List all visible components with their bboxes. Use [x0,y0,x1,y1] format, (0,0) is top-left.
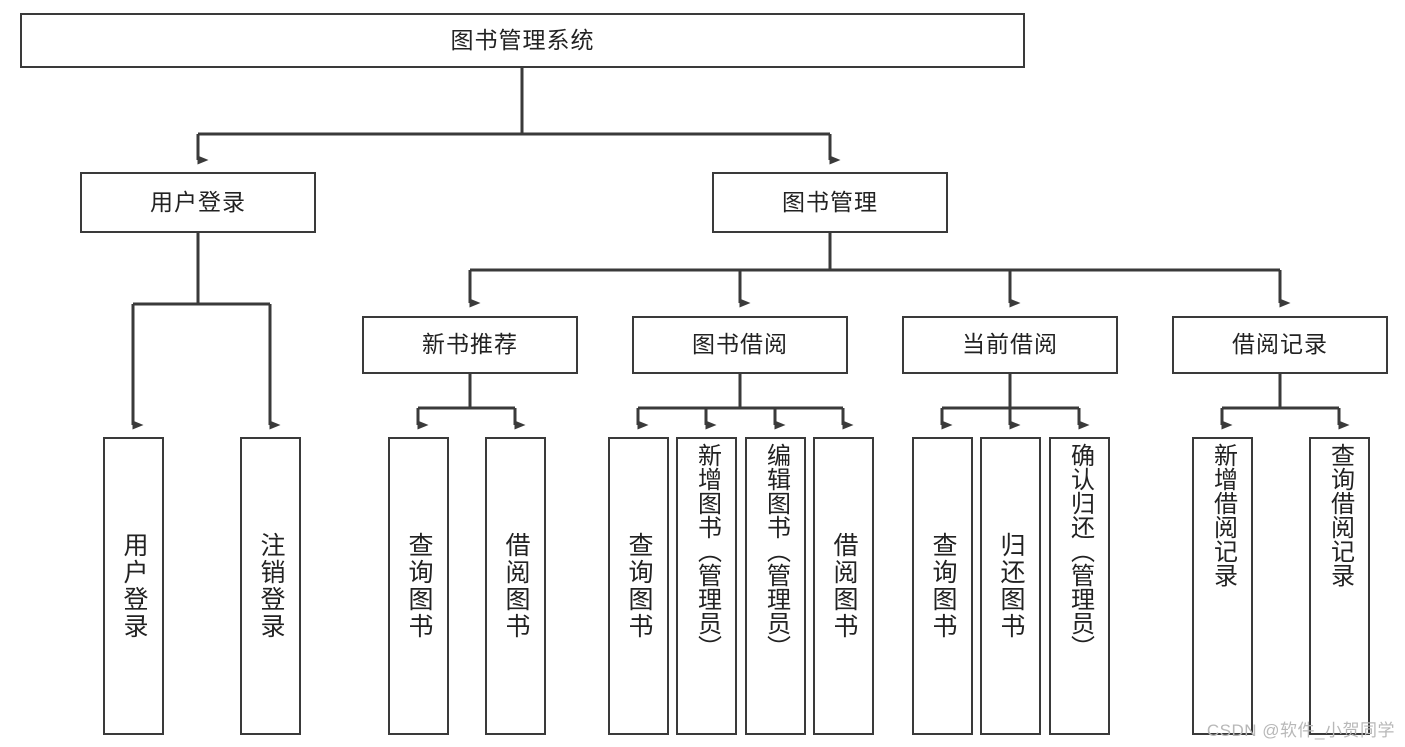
node-user-login[interactable]: 用户登录 [80,172,316,233]
leaf-borrow-book-2[interactable]: 借阅图书 [813,437,874,735]
leaf-confirm-return[interactable]: 确认归还（管理员） [1049,437,1110,735]
leaf-borrow-book-2-label: 借阅图书 [830,532,858,640]
csdn-watermark: CSDN @软件_小贺同学 [1206,721,1395,740]
node-book-borrow[interactable]: 图书借阅 [632,316,848,374]
leaf-add-record[interactable]: 新增借阅记录 [1192,437,1253,735]
leaf-add-book[interactable]: 新增图书（管理员） [676,437,737,735]
leaf-return-book[interactable]: 归还图书 [980,437,1041,735]
leaf-logout[interactable]: 注销登录 [240,437,301,735]
leaf-return-book-label: 归还图书 [997,532,1025,640]
leaf-add-record-label: 新增借阅记录 [1209,443,1237,587]
leaf-query-record[interactable]: 查询借阅记录 [1309,437,1370,735]
node-book-borrow-label: 图书借阅 [692,331,788,358]
leaf-query-book-1-label: 查询图书 [405,532,433,640]
leaf-query-book-2[interactable]: 查询图书 [608,437,669,735]
leaf-edit-book-label: 编辑图书（管理员） [762,443,790,659]
node-borrow-record-label: 借阅记录 [1232,331,1328,358]
node-current-borrow[interactable]: 当前借阅 [902,316,1118,374]
leaf-query-book-3[interactable]: 查询图书 [912,437,973,735]
leaf-query-book-3-label: 查询图书 [929,532,957,640]
leaf-query-book-2-label: 查询图书 [625,532,653,640]
node-new-book-rec[interactable]: 新书推荐 [362,316,578,374]
leaf-borrow-book-1-label: 借阅图书 [502,532,530,640]
leaf-confirm-return-label: 确认归还（管理员） [1066,443,1094,659]
node-borrow-record[interactable]: 借阅记录 [1172,316,1388,374]
leaf-edit-book[interactable]: 编辑图书（管理员） [745,437,806,735]
leaf-borrow-book-1[interactable]: 借阅图书 [485,437,546,735]
node-root-label: 图书管理系统 [450,26,595,53]
node-user-login-label: 用户登录 [150,188,246,215]
node-current-borrow-label: 当前借阅 [962,331,1058,358]
leaf-query-book-1[interactable]: 查询图书 [388,437,449,735]
node-book-manage[interactable]: 图书管理 [712,172,948,233]
node-new-book-rec-label: 新书推荐 [422,331,518,358]
leaf-user-login[interactable]: 用户登录 [103,437,164,735]
leaf-logout-label: 注销登录 [257,532,285,640]
leaf-query-record-label: 查询借阅记录 [1326,443,1354,587]
leaf-add-book-label: 新增图书（管理员） [693,443,721,659]
node-book-manage-label: 图书管理 [782,188,878,215]
leaf-user-login-label: 用户登录 [120,532,148,640]
node-root[interactable]: 图书管理系统 [20,13,1025,68]
